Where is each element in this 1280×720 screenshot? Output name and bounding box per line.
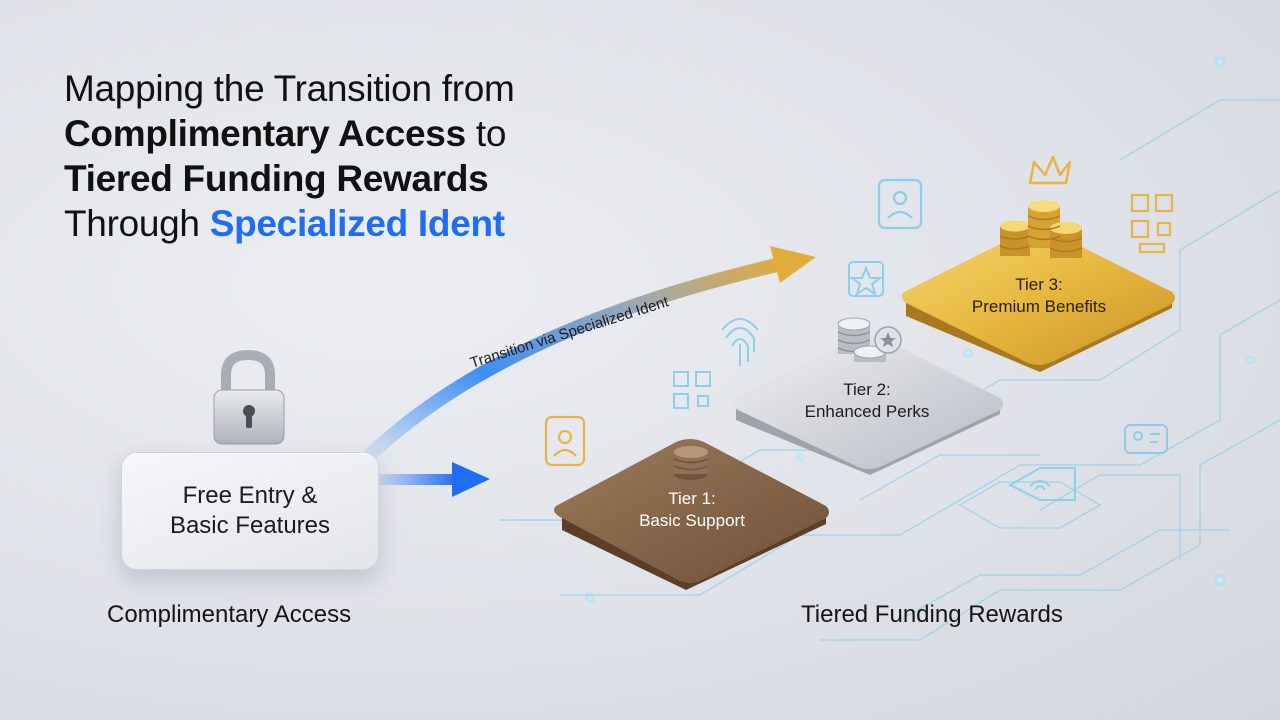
star-icon	[848, 261, 884, 297]
tier2-platform	[731, 335, 1003, 475]
title-bold-tiered: Tiered Funding Rewards	[64, 158, 489, 199]
tier3-subtitle: Premium Benefits	[971, 297, 1107, 316]
title-bold-complimentary: Complimentary Access	[64, 113, 466, 154]
fingerprint-icon	[721, 318, 759, 366]
qr-code-icon	[673, 371, 711, 409]
tier1-coin-stack-icon	[673, 446, 709, 480]
fingerprint-icon	[1007, 467, 1076, 501]
tier1-platform	[554, 439, 829, 590]
caption-complimentary-access: Complimentary Access	[107, 601, 352, 628]
tier3-title: Tier 3:	[1015, 275, 1063, 294]
padlock-icon	[213, 349, 285, 445]
title-through: Through	[64, 203, 210, 244]
circuit-dots	[584, 55, 1255, 604]
title-to: to	[465, 113, 507, 154]
title-line-3: Tiered Funding Rewards	[64, 156, 684, 201]
qr-code-icon	[1130, 193, 1174, 254]
tier2-label: Tier 2: Enhanced Perks	[805, 379, 930, 423]
tier3-label: Tier 3: Premium Benefits	[972, 274, 1106, 318]
tier2-title: Tier 2:	[843, 380, 891, 399]
tier3-platform	[901, 229, 1175, 372]
caption-tiered-funding-rewards: Tiered Funding Rewards	[801, 601, 1063, 628]
title-line-2: Complimentary Access to	[64, 111, 684, 156]
free-entry-card: Free Entry & Basic Features	[121, 452, 379, 570]
title-line-1: Mapping the Transition from	[64, 68, 515, 109]
transition-arrow	[363, 246, 816, 462]
straight-arrow	[378, 462, 490, 497]
tier2-subtitle: Enhanced Perks	[804, 402, 930, 421]
arrow-label: Transition via Specialized Ident	[468, 293, 671, 372]
title-accent: Specialized Ident	[209, 203, 505, 244]
tier2-coin-stack-icon	[837, 317, 902, 362]
tier1-title: Tier 1:	[668, 489, 716, 508]
tier1-label: Tier 1: Basic Support	[639, 488, 745, 532]
tier1-subtitle: Basic Support	[639, 511, 745, 530]
page-title: Mapping the Transition from Complimentar…	[64, 66, 684, 246]
tier3-coin-stack-icon	[999, 200, 1083, 258]
crown-icon	[1028, 155, 1072, 185]
free-entry-text: Free Entry & Basic Features	[169, 482, 331, 539]
title-line-4: Through Specialized Ident	[64, 201, 684, 246]
user-id-icon	[877, 178, 923, 230]
user-id-icon	[1124, 424, 1168, 454]
user-id-icon	[544, 415, 586, 467]
